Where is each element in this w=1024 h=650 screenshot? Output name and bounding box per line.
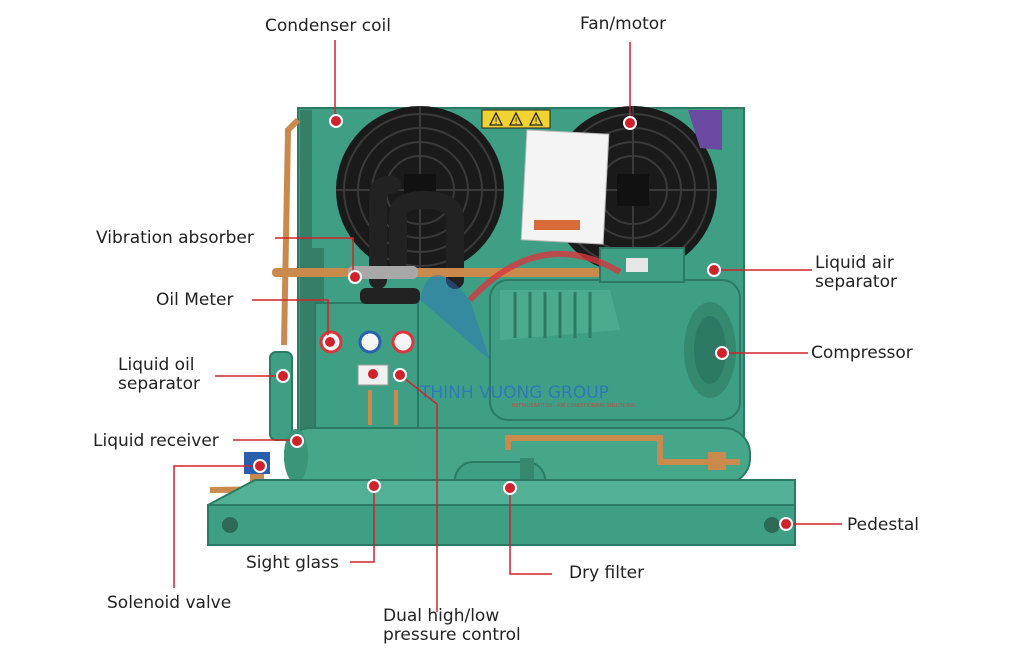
marker-compressor [715, 346, 729, 360]
watermark-text: THINH VUONG GROUP [419, 383, 609, 403]
marker-liquid-air-separator [707, 263, 721, 277]
info-sheet [520, 129, 610, 245]
label-solenoid-valve: Solenoid valve [107, 593, 232, 613]
marker-sight-glass [367, 479, 381, 493]
label-dual-pressure-control-line1: Dual high/low [383, 606, 500, 626]
label-condenser-coil: Condenser coil [265, 16, 391, 36]
label-liquid-receiver: Liquid receiver [93, 431, 219, 451]
label-liquid-oil-separator: Liquid oil separator [118, 356, 200, 394]
marker-vibration-absorber [348, 270, 362, 284]
label-sight-glass: Sight glass [246, 553, 339, 573]
markers [253, 114, 793, 531]
label-dual-pressure-control: Dual high/low pressure control [383, 607, 521, 645]
copper-pipe-vertical [281, 117, 301, 346]
valve-fitting [708, 452, 726, 470]
marker-liquid-oil-separator [276, 369, 290, 383]
warning-mark-2: ! [514, 117, 518, 127]
leader-lines [173, 40, 842, 612]
label-dry-filter: Dry filter [569, 563, 645, 583]
marker-fan-motor [623, 116, 637, 130]
liquid-oil-separator [269, 351, 293, 441]
fan-left [336, 106, 504, 274]
leader-oil-meter [252, 299, 329, 342]
marker-condenser-coil [329, 114, 343, 128]
gauge-3 [391, 330, 415, 354]
vibration-absorber-hose [348, 266, 418, 279]
gauge-2 [358, 330, 382, 354]
label-liquid-oil-separator-line2: separator [118, 374, 200, 394]
compressor [489, 247, 741, 421]
insulated-pipe [369, 176, 464, 289]
info-sheet-tag [534, 220, 580, 230]
label-liquid-oil-separator-line1: Liquid oil [118, 355, 195, 375]
label-liquid-air-separator-line1: Liquid air [815, 253, 894, 273]
marker-oil-meter [323, 335, 337, 349]
leader-solenoid-valve [173, 465, 258, 588]
leader-dual-pressure [399, 374, 438, 612]
copper-pipe-front [505, 435, 740, 465]
pedestal [207, 479, 796, 546]
brand-sticker [688, 110, 722, 150]
label-liquid-air-separator: Liquid air separator [815, 254, 897, 292]
watermark: THINH VUONG GROUP REFRIGERATION - AIR CO… [419, 250, 635, 409]
cap-top [360, 288, 420, 304]
label-fan-motor: Fan/motor [580, 14, 667, 34]
label-oil-meter: Oil Meter [156, 290, 234, 310]
leader-sight-glass [350, 487, 375, 563]
marker-liquid-receiver [290, 434, 304, 448]
warning-sticker [481, 109, 551, 129]
marker-solenoid-valve [253, 459, 267, 473]
warning-icons: ! ! ! [488, 111, 544, 127]
label-compressor: Compressor [811, 343, 913, 363]
warning-mark-3: ! [534, 117, 538, 127]
warning-mark-1: ! [494, 117, 498, 127]
marker-dual-pressure [393, 368, 407, 382]
label-pedestal: Pedestal [847, 515, 920, 535]
leader-dry-filter [509, 489, 552, 575]
copper-pipe-horizontal [272, 268, 612, 277]
label-liquid-air-separator-line2: separator [815, 272, 897, 292]
leader-vibration-absorber [275, 237, 354, 276]
label-vibration-absorber: Vibration absorber [96, 228, 254, 248]
label-dual-pressure-control-line2: pressure control [383, 625, 521, 645]
watermark-subtext: REFRIGERATION - AIR CONDITIONING SOLUTIO… [512, 403, 635, 409]
marker-dry-filter [503, 481, 517, 495]
marker-pedestal [779, 517, 793, 531]
